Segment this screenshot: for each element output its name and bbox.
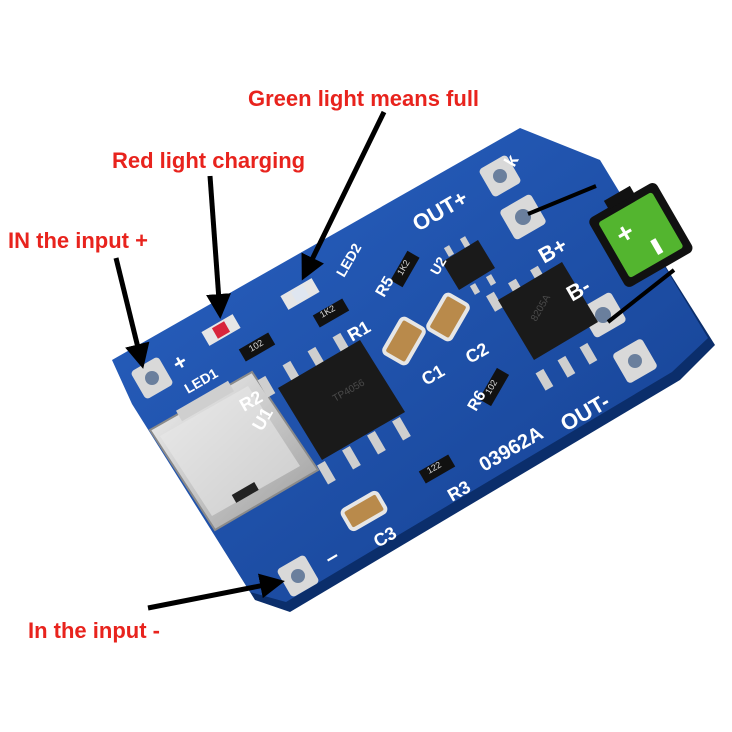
callout-arrows bbox=[113, 110, 387, 611]
callout-input-minus: In the input - bbox=[28, 618, 160, 643]
pad-b-minus bbox=[580, 292, 626, 338]
callout-red-light-charging: Red light charging bbox=[112, 148, 306, 173]
resistor-r1: 1K2 bbox=[312, 298, 350, 328]
battery-minus-icon bbox=[650, 238, 664, 255]
capacitor-c3 bbox=[340, 490, 388, 532]
arrow-green-light bbox=[301, 110, 387, 281]
pad-b-plus bbox=[500, 194, 546, 240]
resistor-r5: 1K2 bbox=[390, 250, 420, 288]
resistor-r3: 122 bbox=[418, 454, 456, 484]
arrow-input-plus bbox=[113, 257, 150, 369]
pad-in-minus bbox=[277, 555, 319, 597]
arrow-input-minus bbox=[147, 573, 285, 611]
led1-red bbox=[201, 314, 241, 346]
battery-wires bbox=[527, 184, 676, 324]
chip-u1: TP4056 bbox=[257, 332, 411, 485]
micro-usb-connector bbox=[148, 370, 320, 532]
chip-u2: 8205A bbox=[486, 262, 598, 391]
battery-icon: + bbox=[589, 183, 693, 287]
callout-input-plus: IN the input + bbox=[8, 228, 148, 253]
chip-small-top bbox=[442, 236, 497, 295]
callout-green-light-full: Green light means full bbox=[248, 86, 480, 111]
capacitor-c1 bbox=[382, 316, 426, 366]
pad-out-minus bbox=[613, 339, 657, 383]
arrow-red-light bbox=[206, 175, 232, 319]
resistor-r2: 102 bbox=[238, 332, 276, 362]
led2-green bbox=[280, 278, 320, 310]
resistor-r6: 102 bbox=[478, 367, 510, 407]
capacitor-c2 bbox=[426, 292, 470, 342]
pad-out-plus bbox=[479, 155, 521, 197]
label-u2: U2 bbox=[427, 254, 450, 278]
